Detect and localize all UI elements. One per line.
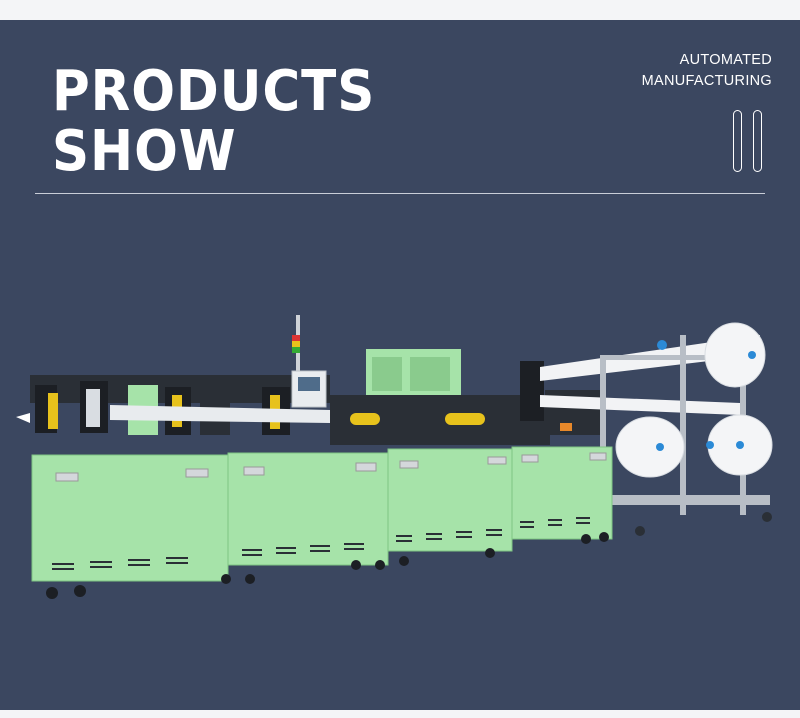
machine-top-mechanics	[30, 315, 605, 445]
title-line-1: PRODUCTS	[52, 59, 376, 124]
decorative-pills	[733, 110, 765, 176]
tagline-line-1: AUTOMATED	[679, 52, 772, 68]
divider-line	[35, 193, 765, 194]
pill-shape-left	[733, 110, 742, 172]
title-line-2: SHOW	[52, 119, 237, 184]
pill-shape-right	[753, 110, 762, 172]
tagline-line-2: MANUFACTURING	[641, 73, 772, 89]
roll-rack	[600, 322, 773, 536]
bottom-margin	[0, 710, 800, 718]
tagline: AUTOMATED MANUFACTURING	[642, 50, 772, 92]
machine-photo	[16, 315, 773, 599]
top-margin	[0, 0, 800, 20]
page-title: PRODUCTS SHOW	[52, 62, 375, 182]
products-banner: PRODUCTS SHOW AUTOMATED MANUFACTURING	[0, 20, 800, 710]
machine-cabinets	[31, 446, 613, 599]
